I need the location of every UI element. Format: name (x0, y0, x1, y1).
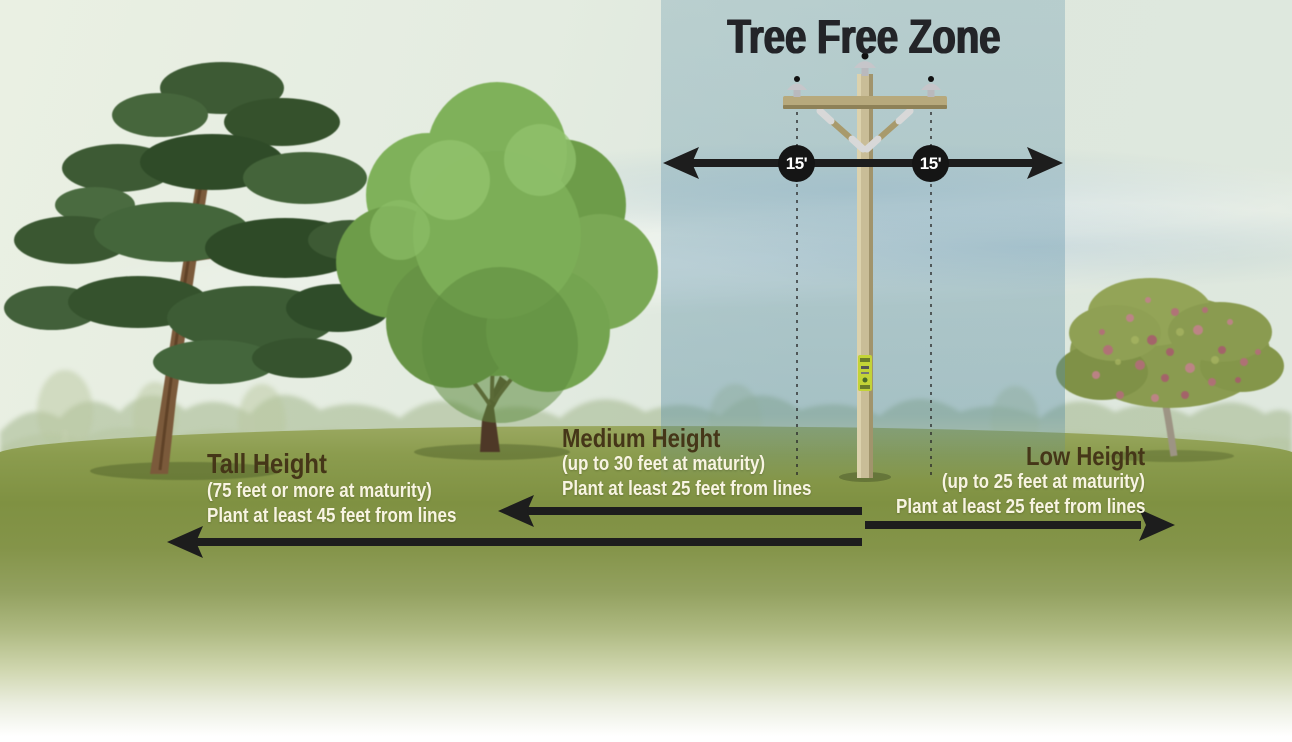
medium-height-title: Medium Height (562, 423, 721, 453)
pole-sign (858, 355, 872, 391)
insulator-icons (787, 52, 941, 97)
low-height-instruction: Plant at least 25 feet from lines (895, 496, 1145, 518)
low-height-maturity: (up to 25 feet at maturity) (941, 471, 1145, 493)
tall-distance-arrow (167, 526, 862, 558)
tall-height-instruction: Plant at least 45 feet from lines (207, 505, 457, 527)
medium-height-maturity: (up to 30 feet at maturity) (562, 453, 766, 475)
grass-field (0, 426, 1292, 742)
utility-pole-icon (783, 52, 947, 482)
medium-height-instruction: Plant at least 25 feet from lines (562, 478, 812, 500)
tall-height-title: Tall Height (207, 448, 327, 479)
right-distance-badge: 15' (912, 145, 949, 182)
low-distance-arrow (865, 509, 1175, 541)
medium-distance-arrow (498, 495, 862, 527)
left-distance-badge: 15' (778, 145, 815, 182)
wire-drop-lines (796, 112, 932, 478)
low-tree (1056, 278, 1284, 457)
tall-tree (4, 62, 392, 474)
low-height-label-block: Low Height (up to 25 feet at maturity) P… (852, 442, 1145, 520)
page-title: Tree Free Zone (727, 11, 1001, 64)
medium-height-label-block: Medium Height (up to 30 feet at maturity… (562, 424, 855, 502)
tall-height-maturity: (75 feet or more at maturity) (207, 480, 432, 502)
low-height-title: Low Height (1025, 441, 1145, 471)
medium-tree (336, 82, 658, 452)
tall-height-label-block: Tall Height (75 feet or more at maturity… (207, 449, 500, 529)
clearance-arrow (663, 147, 1063, 179)
